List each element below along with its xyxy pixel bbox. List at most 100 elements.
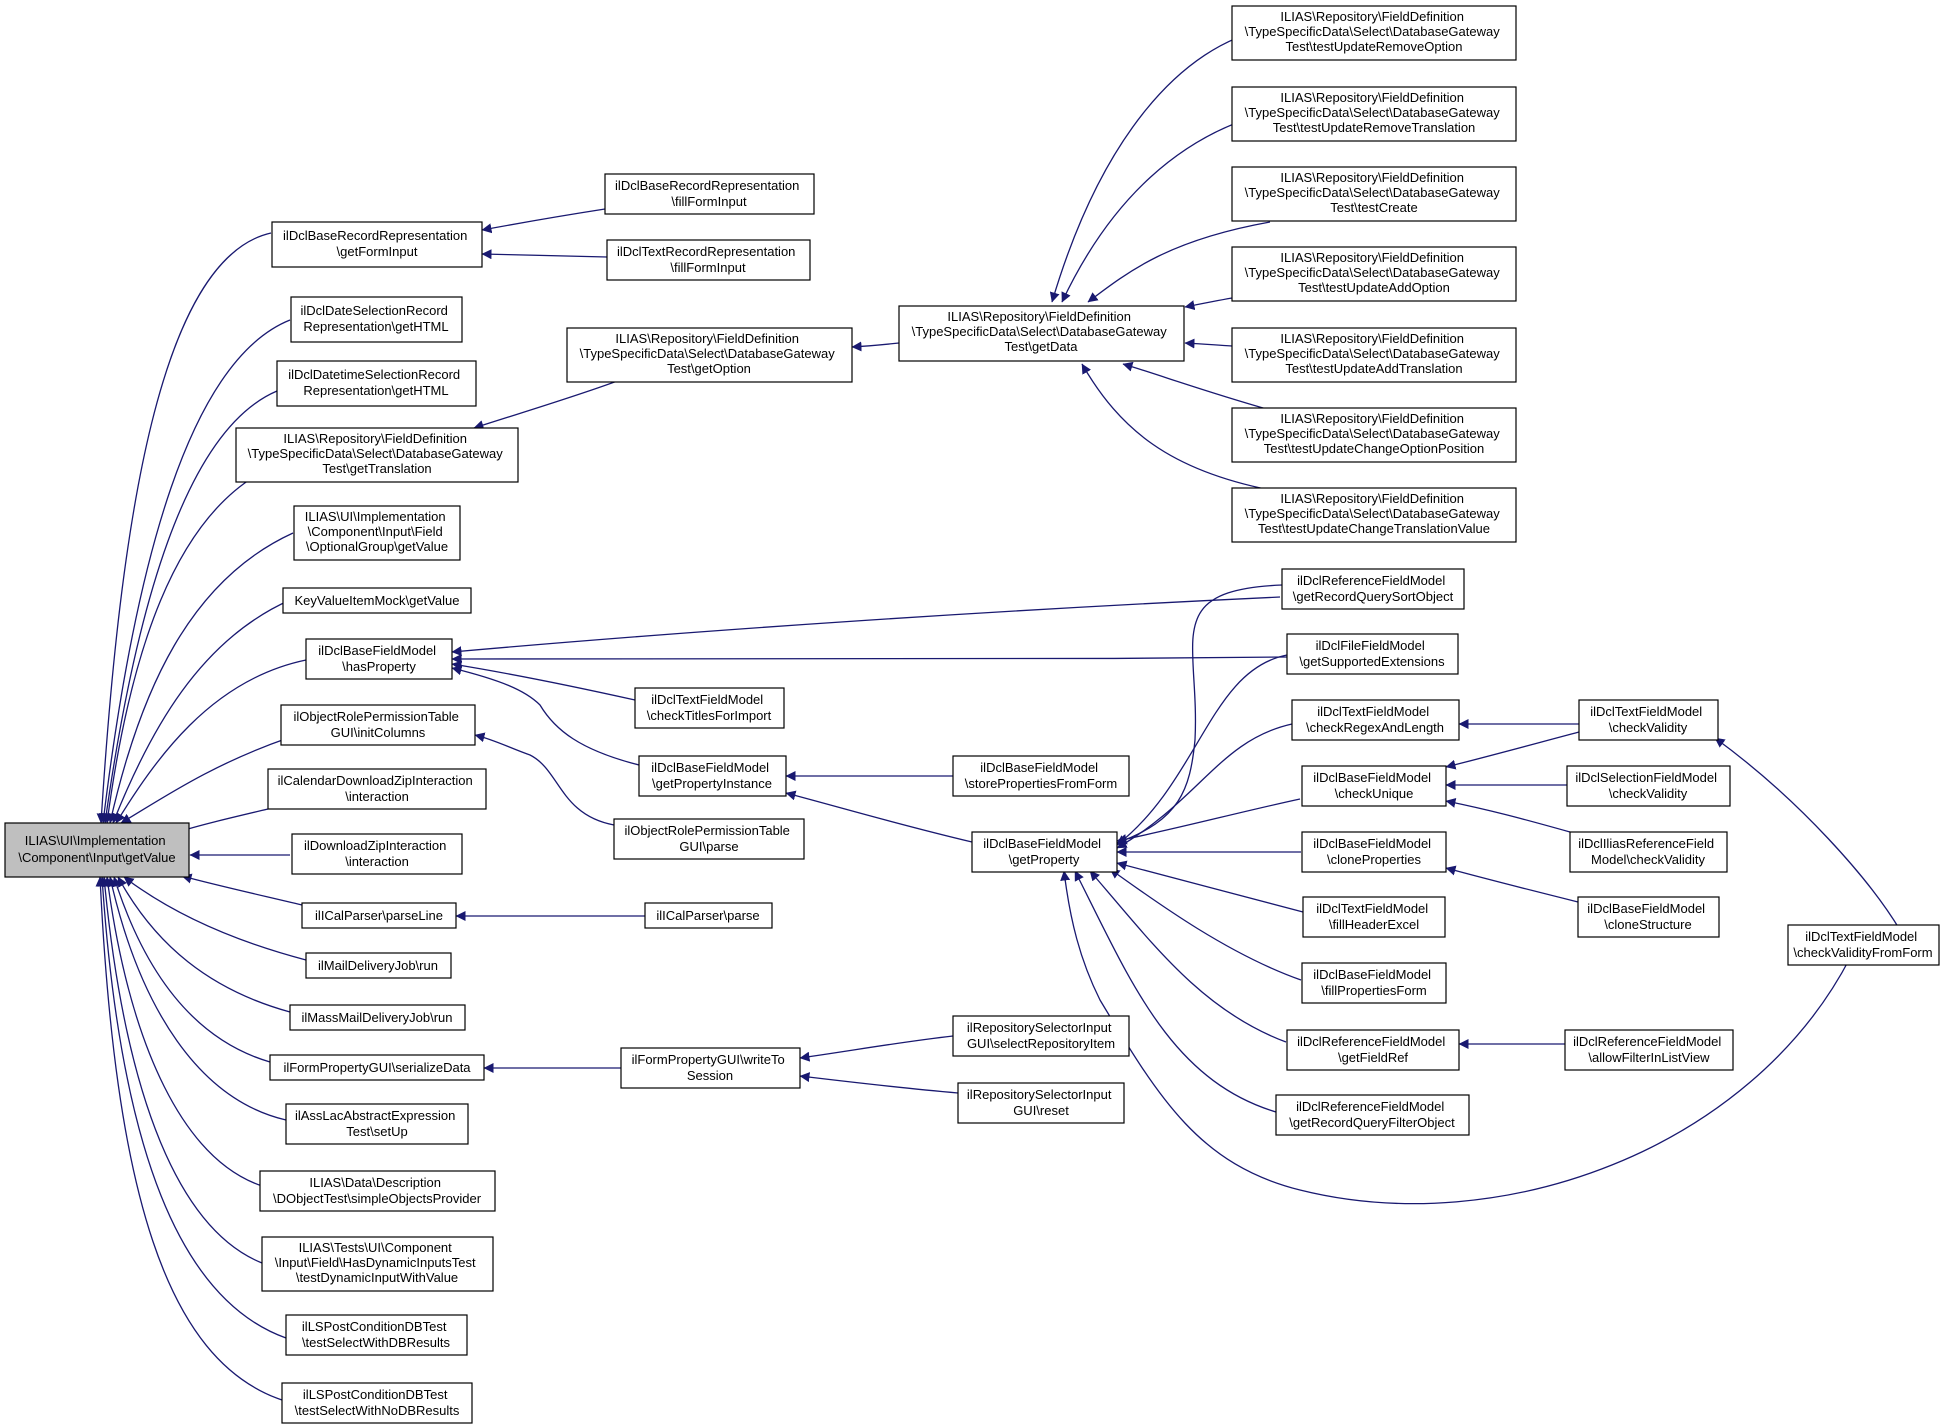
edge-dsr-root [99, 319, 291, 824]
node-t_remopt[interactable]: ILIAS\Repository\FieldDefinition \TypeSp… [1231, 5, 1517, 61]
node-optgrp[interactable]: ILIAS\UI\Implementation \Component\Input… [293, 505, 461, 561]
node-cloneprops[interactable]: ilDclBaseFieldModel \cloneProperties [1301, 831, 1447, 873]
node-filltext[interactable]: ilDclTextRecordRepresentation \fillFormI… [606, 239, 811, 281]
node-asslac[interactable]: ilAssLacAbstractExpression Test\setUp [285, 1103, 469, 1145]
node-serial-label: ilFormPropertyGUI\serializeData [283, 1060, 471, 1075]
node-filesupp-label: ilDclFileFieldModel \getSupportedExtensi… [1299, 638, 1445, 669]
edge-checkform-textcheck [1714, 737, 1901, 931]
node-hasdyn[interactable]: ILIAS\Tests\UI\Component \Input\Field\Ha… [261, 1236, 494, 1292]
node-t_remtrans[interactable]: ILIAS\Repository\FieldDefinition \TypeSp… [1231, 86, 1517, 142]
node-orptparse-label: ilObjectRolePermissionTable GUI\parse [624, 823, 793, 854]
node-checktitles-label: ilDclTextFieldModel \checkTitlesForImpor… [647, 692, 772, 723]
node-dobj[interactable]: ILIAS\Data\Description \DObjectTest\simp… [259, 1170, 496, 1212]
node-reffilter[interactable]: ilDclReferenceFieldModel \getRecordQuery… [1275, 1094, 1470, 1136]
edge-uniq-getprop [1116, 798, 1301, 844]
node-gettrans[interactable]: ILIAS\Repository\FieldDefinition \TypeSp… [235, 427, 519, 483]
node-dsr[interactable]: ilDclDateSelectionRecord Representation\… [290, 296, 463, 343]
node-writeto[interactable]: ilFormPropertyGUI\writeTo Session [620, 1047, 801, 1089]
edge-t_chgpos-getdata [1122, 361, 1271, 411]
node-reposel[interactable]: ilRepositorySelectorInput GUI\selectRepo… [952, 1015, 1130, 1057]
node-orptinit-label: ilObjectRolePermissionTable GUI\initColu… [293, 709, 462, 740]
node-allowfilter-label: ilDclReferenceFieldModel \allowFilterInL… [1573, 1034, 1725, 1065]
node-getprop-label: ilDclBaseFieldModel \getProperty [983, 836, 1104, 867]
node-storeprops[interactable]: ilDclBaseFieldModel \storePropertiesFrom… [952, 755, 1130, 797]
node-getpropinst[interactable]: ilDclBaseFieldModel \getPropertyInstance [638, 755, 787, 797]
node-uniq[interactable]: ilDclBaseFieldModel \checkUnique [1301, 765, 1447, 807]
node-getprop[interactable]: ilDclBaseFieldModel \getProperty [971, 831, 1118, 873]
node-t_create-label: ILIAS\Repository\FieldDefinition \TypeSp… [1245, 170, 1504, 215]
node-parseline[interactable]: ilICalParser\parseLine [301, 902, 457, 929]
node-root[interactable]: ILIAS\UI\Implementation \Component\Input… [4, 822, 190, 878]
node-iliasref[interactable]: ilDclIliasReferenceField Model\checkVali… [1569, 831, 1728, 873]
node-t_chgpos[interactable]: ILIAS\Repository\FieldDefinition \TypeSp… [1231, 407, 1517, 463]
edge-t_create-getdata [1087, 221, 1271, 303]
node-serial[interactable]: ilFormPropertyGUI\serializeData [269, 1054, 485, 1081]
edge-refsort-hasprop [451, 596, 1281, 657]
edge-getopt-gettrans [473, 379, 621, 430]
edge-t_addopt-getdata [1184, 297, 1233, 311]
node-getopt[interactable]: ILIAS\Repository\FieldDefinition \TypeSp… [566, 327, 853, 383]
node-orptparse[interactable]: ilObjectRolePermissionTable GUI\parse [613, 818, 805, 860]
node-t_addtrans[interactable]: ILIAS\Repository\FieldDefinition \TypeSp… [1231, 327, 1517, 383]
edge-getprop-getpropinst [785, 790, 973, 843]
node-lspost2[interactable]: ilLSPostConditionDBTest \testSelectWithN… [281, 1382, 473, 1424]
node-parseline-label: ilICalParser\parseLine [315, 908, 443, 923]
node-checktitles[interactable]: ilDclTextFieldModel \checkTitlesForImpor… [634, 687, 785, 729]
node-checkform-label: ilDclTextFieldModel \checkValidityFromFo… [1793, 929, 1932, 960]
node-regex[interactable]: ilDclTextFieldModel \checkRegexAndLength [1291, 699, 1460, 741]
node-asslac-label: ilAssLacAbstractExpression Test\setUp [295, 1108, 459, 1139]
edge-t_addtrans-getdata [1184, 338, 1233, 349]
node-selcheck[interactable]: ilDclSelectionFieldModel \checkValidity [1566, 765, 1731, 807]
edge-gettrans-root [103, 471, 263, 824]
edge-reporeset-writeto [799, 1072, 959, 1094]
edge-hasprop-root [115, 659, 307, 824]
node-t_create[interactable]: ILIAS\Repository\FieldDefinition \TypeSp… [1231, 166, 1517, 222]
node-hasprop-label: ilDclBaseFieldModel \hasProperty [318, 643, 439, 674]
node-clonestruct[interactable]: ilDclBaseFieldModel \cloneStructure [1577, 896, 1720, 938]
node-fillheader[interactable]: ilDclTextFieldModel \fillHeaderExcel [1302, 896, 1446, 938]
node-lspost2-label: ilLSPostConditionDBTest \testSelectWithN… [295, 1387, 460, 1418]
node-textcheck[interactable]: ilDclTextFieldModel \checkValidity [1578, 699, 1719, 741]
node-filesupp[interactable]: ilDclFileFieldModel \getSupportedExtensi… [1286, 633, 1459, 675]
node-reporeset[interactable]: ilRepositorySelectorInput GUI\reset [957, 1082, 1125, 1124]
node-fillpropsform[interactable]: ilDclBaseFieldModel \fillPropertiesForm [1301, 962, 1447, 1004]
edge-textcheck-uniq [1445, 731, 1580, 770]
edge-dobj-root [103, 876, 263, 1187]
node-gettrans-label: ILIAS\Repository\FieldDefinition \TypeSp… [248, 431, 507, 476]
node-refsort[interactable]: ilDclReferenceFieldModel \getRecordQuery… [1281, 568, 1465, 610]
node-getopt-label: ILIAS\Repository\FieldDefinition \TypeSp… [580, 331, 839, 376]
node-getdata-label: ILIAS\Repository\FieldDefinition \TypeSp… [912, 309, 1171, 354]
node-massmail[interactable]: ilMassMailDeliveryJob\run [289, 1004, 466, 1031]
node-allowfilter[interactable]: ilDclReferenceFieldModel \allowFilterInL… [1564, 1029, 1734, 1071]
node-hasprop[interactable]: ilDclBaseFieldModel \hasProperty [305, 638, 453, 680]
edge-lspost1-root [97, 876, 287, 1339]
node-t_addopt[interactable]: ILIAS\Repository\FieldDefinition \TypeSp… [1231, 246, 1517, 302]
node-dtsr[interactable]: ilDclDatetimeSelectionRecord Representat… [276, 360, 477, 407]
node-dlzip-label: ilDownloadZipInteraction \interaction [304, 838, 450, 869]
node-fgi[interactable]: ilDclBaseRecordRepresentation \getFormIn… [271, 221, 483, 268]
node-uniq-label: ilDclBaseFieldModel \checkUnique [1313, 770, 1434, 801]
node-getdata[interactable]: ILIAS\Repository\FieldDefinition \TypeSp… [898, 305, 1185, 362]
edge-getfieldref-getprop [1089, 870, 1287, 1043]
node-dlzip[interactable]: ilDownloadZipInteraction \interaction [291, 833, 463, 875]
node-orptinit[interactable]: ilObjectRolePermissionTable GUI\initColu… [280, 704, 476, 746]
node-mailjob[interactable]: ilMailDeliveryJob\run [305, 952, 452, 979]
edge-fillheader-getprop [1116, 860, 1304, 913]
node-selcheck-label: ilDclSelectionFieldModel \checkValidity [1575, 770, 1720, 801]
node-lspost1[interactable]: ilLSPostConditionDBTest \testSelectWithD… [285, 1314, 468, 1356]
node-cloneprops-label: ilDclBaseFieldModel \cloneProperties [1313, 836, 1434, 867]
node-kvmock[interactable]: KeyValueItemMock\getValue [282, 587, 472, 614]
node-icalparse[interactable]: ilICalParser\parse [644, 902, 773, 929]
node-t_chgtrans[interactable]: ILIAS\Repository\FieldDefinition \TypeSp… [1231, 487, 1517, 543]
node-reposel-label: ilRepositorySelectorInput GUI\selectRepo… [967, 1020, 1115, 1051]
node-caldl[interactable]: ilCalendarDownloadZipInteraction \intera… [267, 768, 487, 810]
node-checkform[interactable]: ilDclTextFieldModel \checkValidityFromFo… [1787, 924, 1940, 966]
node-regex-label: ilDclTextFieldModel \checkRegexAndLength [1306, 704, 1444, 735]
node-getfieldref[interactable]: ilDclReferenceFieldModel \getFieldRef [1286, 1029, 1460, 1071]
node-t_addtrans-label: ILIAS\Repository\FieldDefinition \TypeSp… [1245, 331, 1504, 376]
edge-optgrp-root [107, 532, 294, 824]
edge-iliasref-uniq [1445, 798, 1571, 833]
node-clonestruct-label: ilDclBaseFieldModel \cloneStructure [1587, 901, 1708, 932]
node-optgrp-label: ILIAS\UI\Implementation \Component\Input… [305, 509, 450, 554]
node-fillbase[interactable]: ilDclBaseRecordRepresentation \fillFormI… [604, 173, 815, 215]
